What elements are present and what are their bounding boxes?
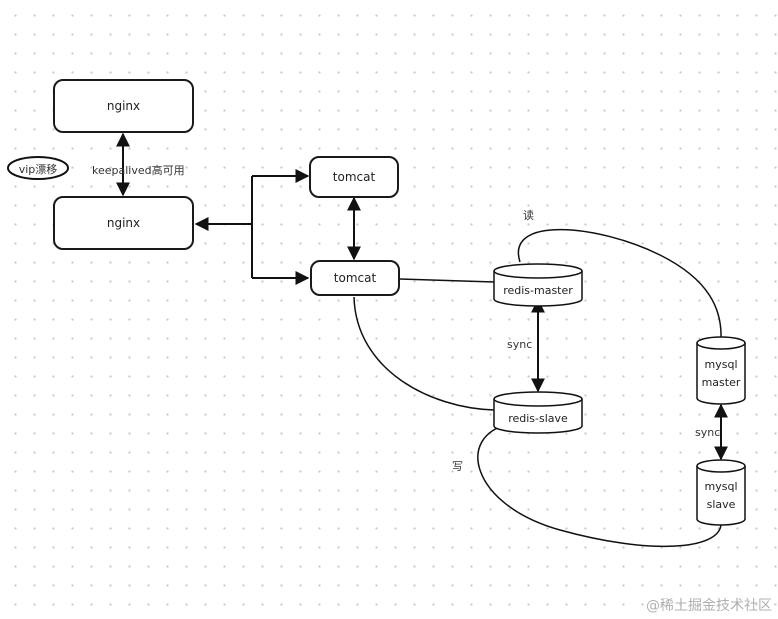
- mysql-master-label-1: mysql: [704, 358, 738, 371]
- mysql-slave-label-1: mysql: [704, 480, 738, 493]
- redis-master-cylinder: [493, 263, 583, 307]
- nginx-bottom-label: nginx: [106, 216, 141, 230]
- vip-ellipse: [7, 156, 69, 180]
- vip-label: vip漂移: [18, 163, 58, 176]
- tomcat-redis-slave-curve: [353, 296, 495, 411]
- write-curve: [477, 423, 722, 548]
- tomcat-top-node[interactable]: tomcat: [309, 156, 399, 198]
- redis-slave-cylinder: [493, 391, 583, 434]
- nginx-top-label: nginx: [106, 99, 141, 113]
- read-curve: [517, 228, 722, 340]
- read-label: 读: [523, 209, 534, 222]
- tomcat-bottom-node[interactable]: tomcat: [310, 260, 400, 296]
- mysql-slave-label-2: slave: [706, 498, 736, 511]
- write-label: 写: [452, 460, 463, 473]
- mysql-sync-label: sync: [695, 426, 721, 439]
- keepalived-label: keepalived高可用: [92, 164, 185, 177]
- nginx-top-node[interactable]: nginx: [53, 79, 194, 133]
- redis-slave-label: redis-slave: [508, 412, 568, 425]
- mysql-master-label-2: master: [701, 376, 741, 389]
- mysql-slave-cylinder: [696, 459, 746, 526]
- nginx-bottom-node[interactable]: nginx: [53, 196, 194, 250]
- redis-sync-label: sync: [507, 338, 533, 351]
- tomcat-bottom-label: tomcat: [333, 271, 377, 285]
- mysql-master-cylinder: [696, 336, 746, 405]
- tomcat-top-label: tomcat: [332, 170, 376, 184]
- redis-master-label: redis-master: [503, 284, 573, 297]
- tomcat-redis-line: [399, 278, 495, 283]
- watermark-text: @稀土掘金技术社区: [646, 598, 772, 614]
